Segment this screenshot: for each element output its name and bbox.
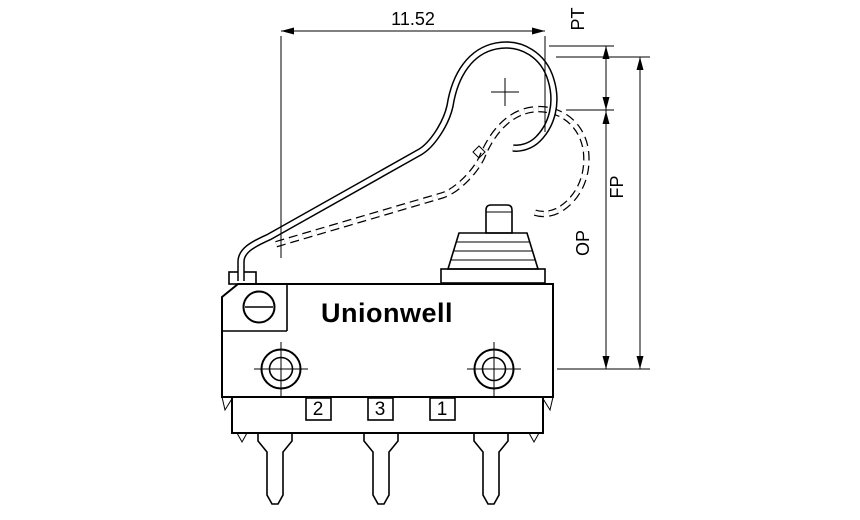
terminal-box-3: [367, 397, 394, 421]
lever-core: [238, 42, 557, 281]
pin-middle: [363, 432, 399, 505]
left-mount-ear: [221, 396, 234, 412]
dim-width-arrow-left: [281, 27, 294, 35]
op-arrow-bottom: [602, 356, 610, 369]
fp-arrow-bottom: [636, 356, 644, 369]
terminal-box-1: [429, 397, 456, 421]
pt-label: PT: [568, 7, 588, 30]
plunger-cap: [485, 204, 513, 234]
terminal-label-1: 1: [437, 399, 448, 420]
terminal-pins: [257, 432, 509, 505]
dimension-width-label: 11.52: [391, 9, 435, 29]
op-label: OP: [573, 230, 593, 256]
lever-free-position: [237, 41, 558, 281]
left-boss: [236, 432, 248, 444]
pt-arrow-bottom: [602, 97, 610, 110]
travel-dimensions: PT OP FP: [549, 7, 650, 370]
pin-right: [473, 432, 509, 505]
terminal-label-3: 3: [375, 399, 386, 420]
hook-center-crosshair: [491, 78, 519, 106]
top-width-dimension: 11.52: [280, 9, 546, 258]
lever-operated-position: [275, 105, 590, 248]
mounting-hole-right: [467, 342, 521, 396]
position-marker-diamond: [472, 145, 486, 159]
lever-operated-core: [275, 107, 589, 247]
plunger: [440, 204, 546, 284]
screw-head: [242, 290, 276, 324]
brand-label: Unionwell: [321, 298, 453, 328]
plunger-base: [440, 268, 546, 284]
op-arrow-top: [602, 111, 610, 124]
dim-width-arrow-right: [532, 27, 545, 35]
terminal-box-2: [305, 397, 332, 421]
right-mount-ear: [541, 396, 554, 412]
fp-arrow-top: [636, 57, 644, 70]
pt-arrow-top: [602, 46, 610, 59]
right-boss: [528, 432, 540, 444]
pin-left: [257, 432, 293, 505]
fp-label: FP: [607, 175, 627, 198]
lever-operated-outline: [275, 105, 590, 248]
lower-flange: [231, 396, 544, 434]
terminal-label-2: 2: [313, 399, 324, 420]
switch-body: Unionwell 2 3 1: [221, 283, 554, 444]
mounting-hole-left: [254, 342, 308, 396]
